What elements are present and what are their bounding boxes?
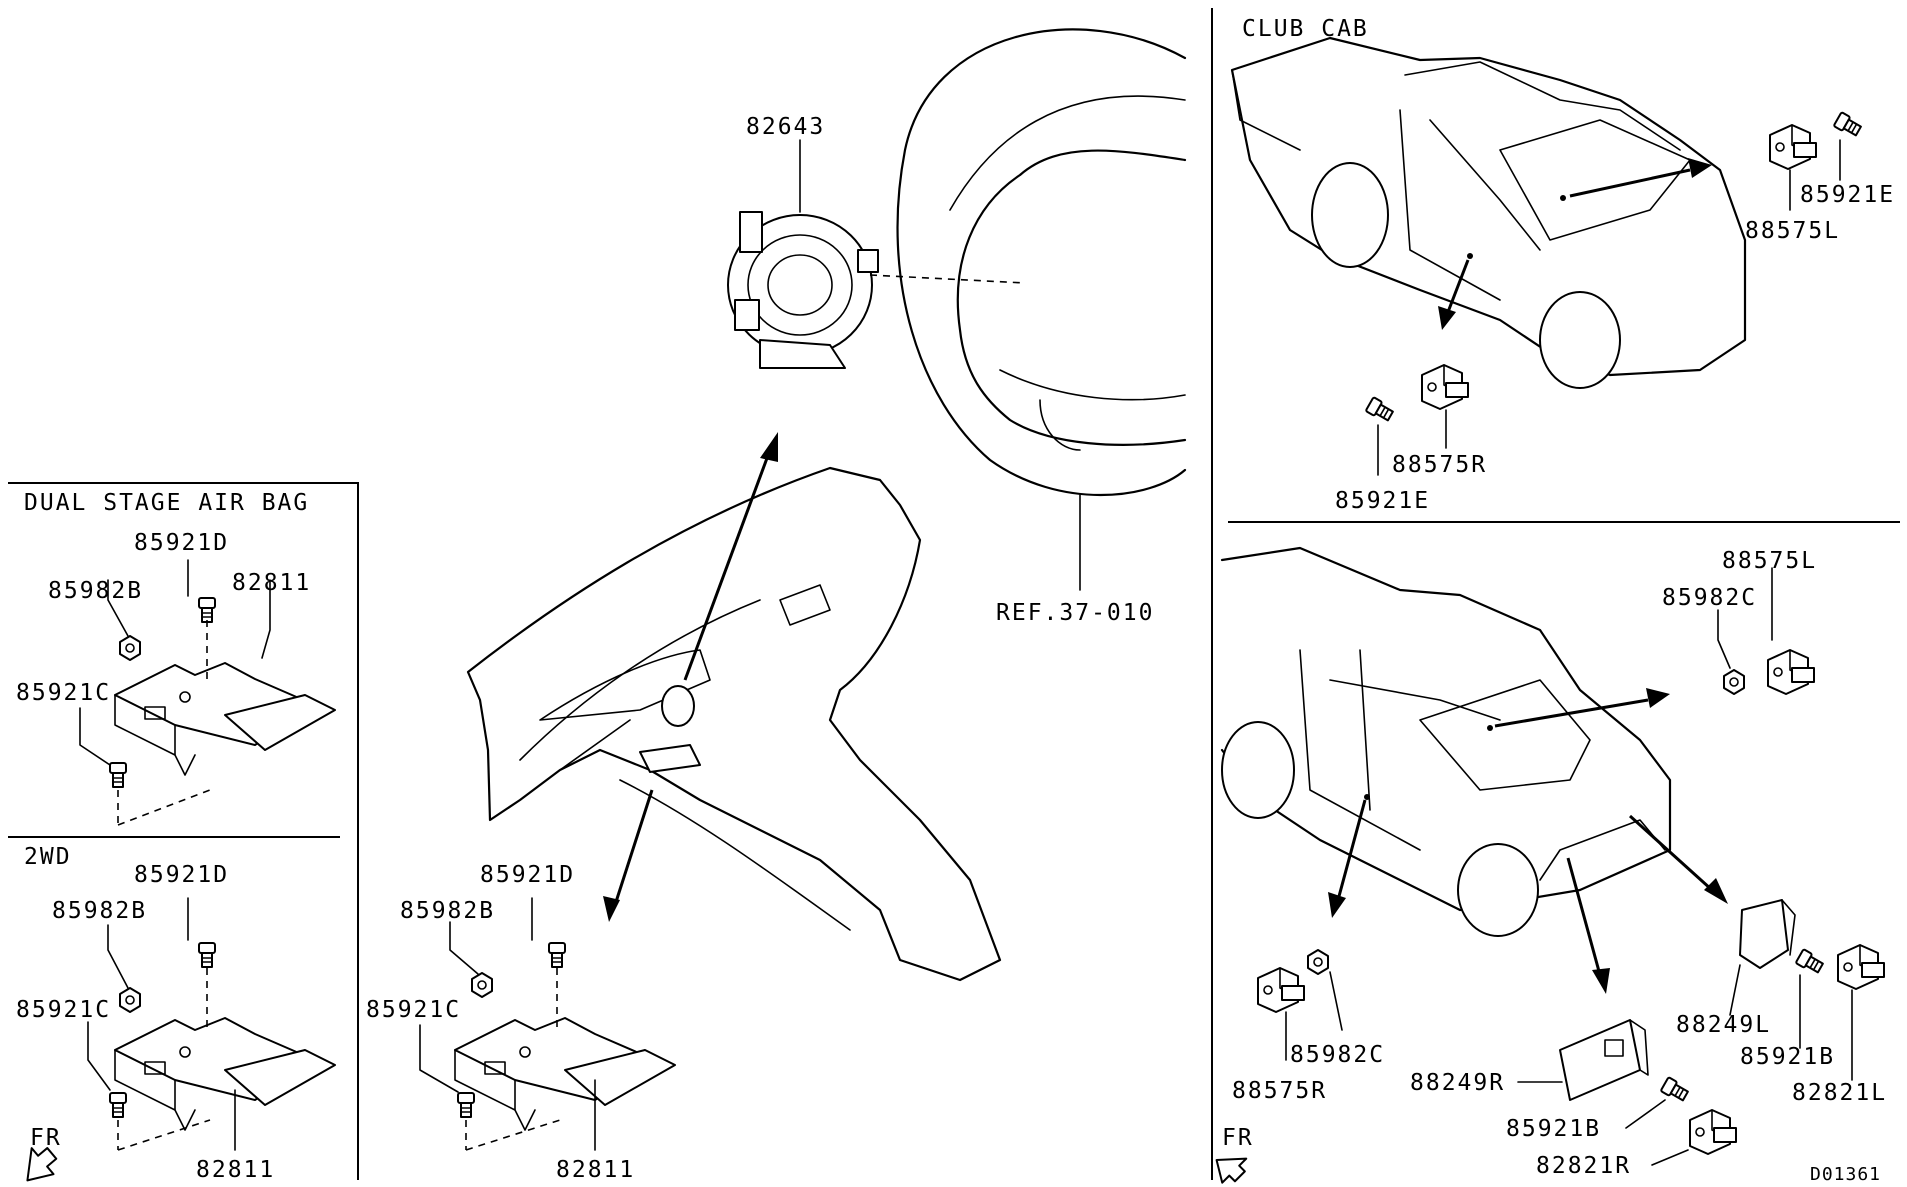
double-cab-label-85982c-bottom: 85982C xyxy=(1290,1042,1385,1068)
two-wd-sensor-unit xyxy=(114,1017,336,1131)
dual-stage-sensor-unit xyxy=(114,662,336,776)
two-wd-label-82811: 82811 xyxy=(196,1157,275,1183)
two-wd-bolt-d-icon xyxy=(198,942,216,968)
dashboard xyxy=(466,466,1002,982)
bracket-left-part xyxy=(1739,899,1796,969)
dual-stage-bolt-d-icon xyxy=(198,597,216,623)
double-cab-bolt-b-left-icon xyxy=(1794,948,1826,976)
double-cab-label-85982c-top: 85982C xyxy=(1662,585,1757,611)
club-cab-bolt-e-bottom-icon xyxy=(1364,396,1396,424)
front-sensor-right-part xyxy=(1689,1109,1737,1155)
double-cab-sensor-left xyxy=(1767,649,1815,695)
club-cab-label-88575r: 88575R xyxy=(1392,452,1487,478)
double-cab-bolt-b-right-icon xyxy=(1659,1076,1691,1104)
club-cab-sensor-left xyxy=(1769,124,1817,170)
double-cab-label-85921b-left: 85921B xyxy=(1740,1044,1835,1070)
center-bolt-c-icon xyxy=(457,1092,475,1118)
club-cab-label: CLUB CAB xyxy=(1242,16,1369,42)
double-cab-label-82821r: 82821R xyxy=(1536,1153,1631,1179)
center-bolt-d-icon xyxy=(548,942,566,968)
label-82643: 82643 xyxy=(746,114,825,140)
double-cab-label-85921b-right: 85921B xyxy=(1506,1116,1601,1142)
club-cab-label-85921e-bottom: 85921E xyxy=(1335,488,1430,514)
center-label-85921c: 85921C xyxy=(366,997,461,1023)
clock-spring-part xyxy=(727,211,879,369)
two-wd-label-85921d: 85921D xyxy=(134,862,229,888)
fr-label-left: FR xyxy=(30,1125,62,1151)
two-wd-nut-b-icon xyxy=(119,987,141,1013)
club-cab-label-88575l: 88575L xyxy=(1745,218,1840,244)
fr-label-right: FR xyxy=(1222,1125,1254,1151)
two-wd-label: 2WD xyxy=(24,844,72,870)
two-wd-label-85921c: 85921C xyxy=(16,997,111,1023)
dual-stage-frame xyxy=(8,482,359,1180)
double-cab-label-82821l: 82821L xyxy=(1792,1080,1887,1106)
two-wd-bolt-c-icon xyxy=(109,1092,127,1118)
double-cab-label-88249l: 88249L xyxy=(1676,1012,1771,1038)
drawing-id: D01361 xyxy=(1810,1164,1881,1185)
double-cab-label-88249r: 88249R xyxy=(1410,1070,1505,1096)
club-cab-sensor-right xyxy=(1421,364,1469,410)
two-wd-label-85982b: 85982B xyxy=(52,898,147,924)
double-cab-label-88575l: 88575L xyxy=(1722,548,1817,574)
center-label-82811: 82811 xyxy=(556,1157,635,1183)
steering-wheel xyxy=(869,28,1187,496)
double-cab-label-88575r: 88575R xyxy=(1232,1078,1327,1104)
dual-stage-nut-b-icon xyxy=(119,635,141,661)
dashboard-sensor-icon xyxy=(639,685,701,773)
double-cab-sensor-right xyxy=(1257,967,1305,1013)
dual-stage-label-82811: 82811 xyxy=(232,570,311,596)
club-cab-bolt-e-top-icon xyxy=(1832,111,1864,139)
club-cab-truck xyxy=(1230,36,1747,389)
center-sensor-unit xyxy=(454,1017,676,1131)
double-cab-nut-c-top-icon xyxy=(1723,669,1745,695)
club-cab-label-85921e-top: 85921E xyxy=(1800,182,1895,208)
center-nut-b-icon xyxy=(471,972,493,998)
double-cab-nut-c-bottom-icon xyxy=(1307,949,1329,975)
dual-stage-label-85921c: 85921C xyxy=(16,680,111,706)
fr-arrow-right-icon xyxy=(1215,1157,1248,1184)
fr-arrow-left-icon xyxy=(26,1147,58,1182)
reference-label: REF.37-010 xyxy=(996,600,1154,626)
dual-stage-label-85982b: 85982B xyxy=(48,578,143,604)
center-label-85921d: 85921D xyxy=(480,862,575,888)
dual-stage-label-85921d: 85921D xyxy=(134,530,229,556)
double-cab-truck xyxy=(1220,546,1672,937)
dual-stage-bolt-c-icon xyxy=(109,762,127,788)
bracket-right-part xyxy=(1559,1019,1649,1101)
front-sensor-left-part xyxy=(1837,944,1885,990)
dual-stage-label: DUAL STAGE AIR BAG xyxy=(24,490,309,516)
center-label-85982b: 85982B xyxy=(400,898,495,924)
